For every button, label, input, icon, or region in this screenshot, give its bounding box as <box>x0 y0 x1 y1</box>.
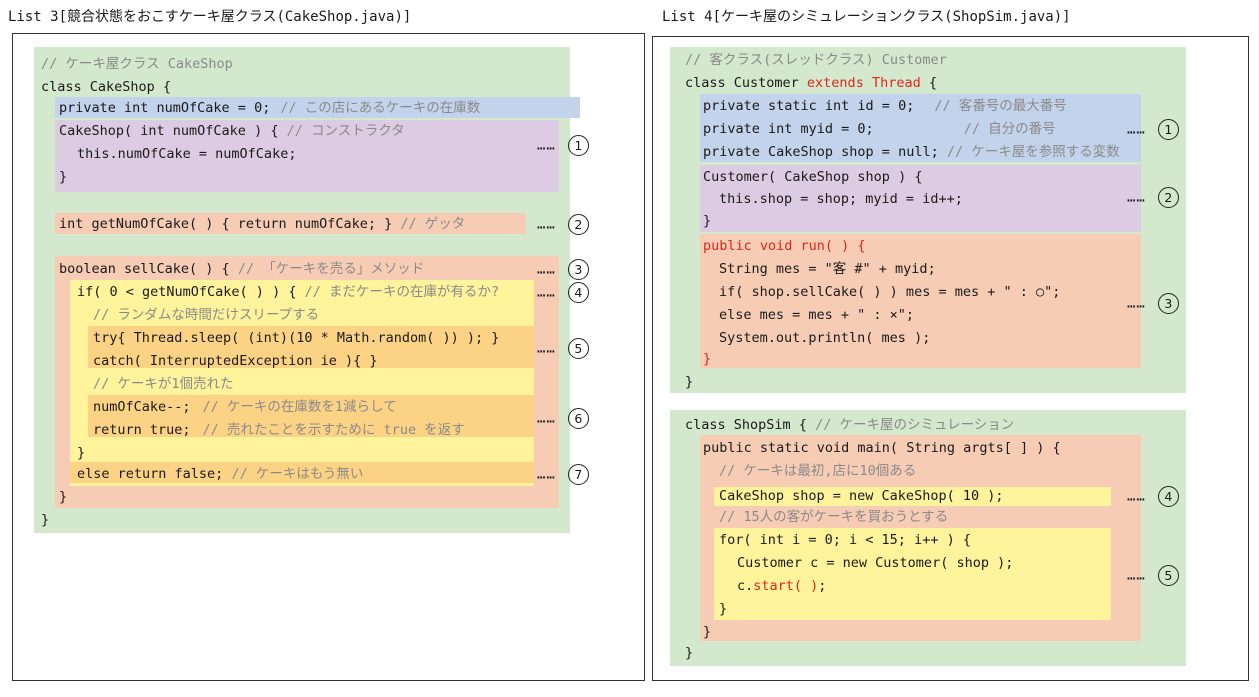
code-line: if( 0 < getNumOfCake( ) ) { // まだケーキの在庫が… <box>77 284 500 300</box>
code-line: } <box>703 213 712 229</box>
code-line: System.out.println( mes ); <box>719 330 931 346</box>
if-block <box>70 280 534 486</box>
code-line: public void run( ) { <box>703 238 866 254</box>
code-line: for( int i = 0; i < 15; i++ ) { <box>719 532 971 548</box>
code-line: class ShopSim { // ケーキ屋のシミュレーション <box>685 417 1015 433</box>
code-line: Customer( CakeShop shop ) { <box>703 169 923 185</box>
annotation-5: ……5 <box>537 338 589 359</box>
new-shop-block <box>714 487 1111 506</box>
code-line: } <box>703 351 712 367</box>
code-line: String mes = "客 #" + myid; <box>719 261 936 277</box>
code-line: Customer c = new Customer( shop ); <box>737 555 1014 571</box>
annotation-2: ……2 <box>1127 187 1179 208</box>
code-line: private static int id = 0;// 客番号の最大番号 <box>703 98 1067 114</box>
code-line: } <box>703 624 712 640</box>
try-block <box>88 326 534 368</box>
fields-block <box>700 94 1141 162</box>
code-line: // 客クラス(スレッドクラス) Customer <box>685 52 947 68</box>
code-line: private CakeShop shop = null; // ケーキ屋を参照… <box>703 144 1120 160</box>
code-line: class Customer extends Thread { <box>685 75 937 91</box>
code-line: // ケーキは最初,店に10個ある <box>719 463 917 479</box>
constructor-block <box>700 165 1141 232</box>
annotation-7: ……7 <box>537 464 589 485</box>
list3-panel: // ケーキ屋クラス CakeShop class CakeShop { pri… <box>12 33 645 681</box>
code-line: CakeShop( int numOfCake ) { // コンストラクタ <box>59 123 405 139</box>
code-line: // ケーキ屋クラス CakeShop <box>41 56 233 72</box>
code-line: numOfCake--;// ケーキの在庫数を1減らして <box>93 399 397 415</box>
code-line: } <box>59 489 68 505</box>
code-line: } <box>685 645 694 661</box>
code-line: try{ Thread.sleep( (int)(10 * Math.rando… <box>93 330 500 346</box>
code-line: // 15人の客がケーキを買おうとする <box>719 509 949 525</box>
field-block <box>55 97 580 118</box>
code-line: if( shop.sellCake( ) ) mes = mes + " : ○… <box>719 284 1061 300</box>
code-line: private int numOfCake = 0;// この店にあるケーキの在… <box>59 100 481 116</box>
list3-title: List 3[競合状態をおこすケーキ屋クラス(CakeShop.java)] <box>8 9 412 25</box>
code-line: } <box>77 445 86 461</box>
annotation-4: ……4 <box>1127 486 1179 507</box>
code-line: // ケーキが1個売れた <box>93 376 234 392</box>
annotation-1: ……1 <box>537 135 589 156</box>
code-line: boolean sellCake( ) { // 「ケーキを売る」メソッド <box>59 261 425 277</box>
code-line: } <box>719 601 728 617</box>
code-line: this.numOfCake = numOfCake; <box>77 146 297 162</box>
code-line: } <box>41 512 50 528</box>
annotation-3: ……3 <box>1127 293 1179 314</box>
code-line: } <box>685 374 694 390</box>
list4-panel: // 客クラス(スレッドクラス) Customer class Customer… <box>652 36 1249 681</box>
code-line: int getNumOfCake( ) { return numOfCake; … <box>59 216 466 232</box>
code-line: else return false; // ケーキはもう無い <box>77 466 364 482</box>
code-line: } <box>59 169 68 185</box>
list4-title: List 4[ケーキ屋のシミュレーションクラス(ShopSim.java)] <box>662 9 1071 25</box>
code-line: catch( InterruptedException ie ){ } <box>93 353 378 369</box>
code-line: // ランダムな時間だけスリープする <box>93 307 320 323</box>
code-line: CakeShop shop = new CakeShop( 10 ); <box>719 488 1004 504</box>
annotation-4: ……4 <box>537 282 589 303</box>
decrement-block <box>88 395 534 437</box>
code-line: c.start( ); <box>737 578 827 594</box>
annotation-2: ……2 <box>537 214 589 235</box>
code-line: public static void main( String argts[ ]… <box>703 440 1061 456</box>
annotation-3: ……3 <box>537 259 589 280</box>
annotation-1: ……1 <box>1127 119 1179 140</box>
getter-block <box>55 213 526 234</box>
code-line: this.shop = shop; myid = id++; <box>719 191 963 207</box>
code-line: return true;// 売れたことを示すために true を返す <box>93 422 465 438</box>
code-line: private int myid = 0;// 自分の番号 <box>703 121 1056 137</box>
code-line: class CakeShop { <box>41 79 172 95</box>
run-method-block <box>700 234 1141 368</box>
code-line: else mes = mes + " : ×"; <box>719 307 915 323</box>
constructor-block <box>55 120 559 192</box>
for-loop-block <box>714 528 1111 620</box>
annotation-6: ……6 <box>537 408 589 429</box>
else-block <box>70 462 534 483</box>
annotation-5: ……5 <box>1127 565 1179 586</box>
